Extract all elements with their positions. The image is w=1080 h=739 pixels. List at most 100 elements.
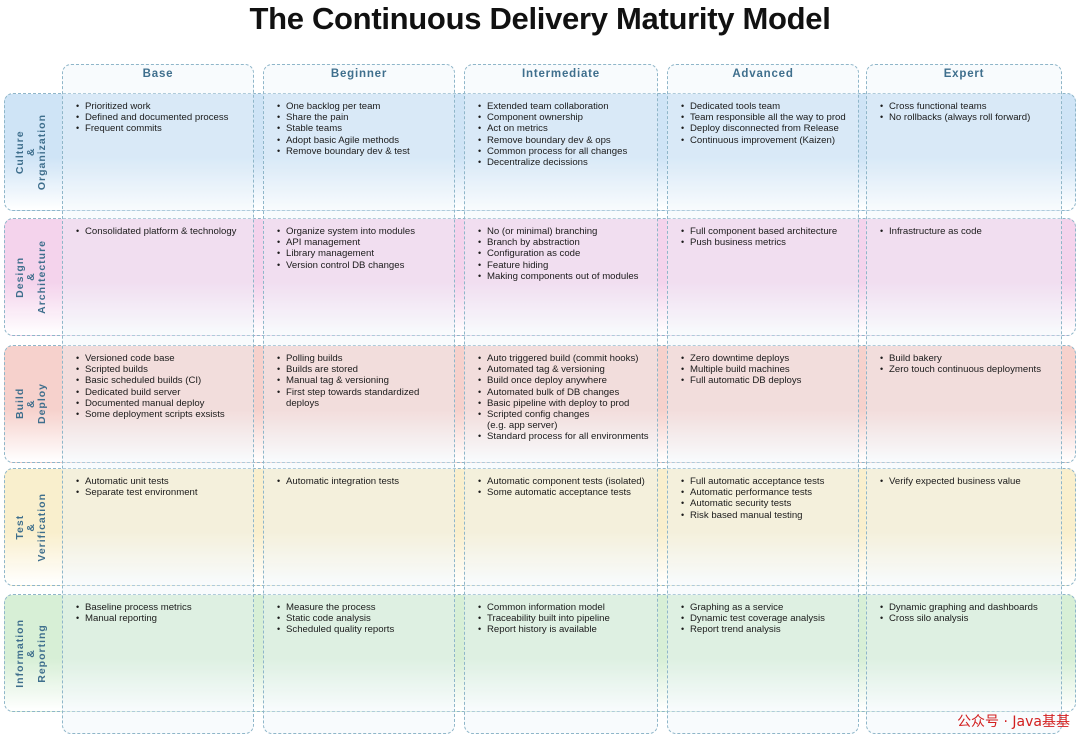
- row-label-line: Information: [13, 618, 26, 688]
- row-label: Information&Reporting: [4, 594, 58, 712]
- practice-item: Report trend analysis: [681, 624, 855, 635]
- row-label-line: Organization: [35, 113, 48, 191]
- practice-item: Separate test environment: [76, 487, 250, 498]
- practice-item: Automatic performance tests: [681, 487, 855, 498]
- practice-item: Share the pain: [277, 112, 451, 123]
- matrix-cell: No (or minimal) branchingBranch by abstr…: [478, 226, 654, 282]
- practice-item: Making components out of modules: [478, 271, 654, 282]
- column-header: Expert: [943, 68, 985, 80]
- matrix-cell: Automatic unit testsSeparate test enviro…: [76, 476, 250, 499]
- practice-item: Frequent commits: [76, 123, 250, 134]
- practice-item: Documented manual deploy: [76, 398, 250, 409]
- practice-item: Adopt basic Agile methods: [277, 135, 451, 146]
- matrix-cell: Prioritized workDefined and documented p…: [76, 101, 250, 135]
- row-label-line: Test: [13, 514, 26, 540]
- matrix-cell: Build bakeryZero touch continuous deploy…: [880, 353, 1058, 376]
- row-label-line: Deploy: [35, 383, 48, 425]
- practice-item: Auto triggered build (commit hooks): [478, 353, 654, 364]
- matrix-cell: Baseline process metricsManual reporting: [76, 602, 250, 625]
- practice-item: Zero touch continuous deployments: [880, 364, 1058, 375]
- practice-item: Component ownership: [478, 112, 654, 123]
- practice-item: Dedicated tools team: [681, 101, 855, 112]
- practice-item: Cross functional teams: [880, 101, 1058, 112]
- practice-item: Automatic security tests: [681, 498, 855, 509]
- row-label: Design&Architecture: [4, 218, 58, 336]
- column-header: Advanced: [732, 68, 794, 80]
- row-label-line: Architecture: [35, 240, 48, 314]
- practice-item: Act on metrics: [478, 123, 654, 134]
- practice-item: Defined and documented process: [76, 112, 250, 123]
- practice-item: Graphing as a service: [681, 602, 855, 613]
- practice-item: Polling builds: [277, 353, 451, 364]
- row-label: Culture&Organization: [4, 93, 58, 211]
- practice-item: First step towards standardized deploys: [277, 387, 451, 409]
- page-title: The Continuous Delivery Maturity Model: [249, 1, 831, 36]
- matrix-cell: Infrastructure as code: [880, 226, 1058, 237]
- practice-item: Scripted builds: [76, 364, 250, 375]
- practice-item: Dedicated build server: [76, 387, 250, 398]
- practice-item: Baseline process metrics: [76, 602, 250, 613]
- practice-item: Standard process for all environments: [478, 431, 654, 442]
- row-label-line: &: [24, 272, 37, 282]
- practice-item: Automatic unit tests: [76, 476, 250, 487]
- row-label-line: Culture: [13, 130, 26, 174]
- practice-item: Some automatic acceptance tests: [478, 487, 654, 498]
- matrix-cell: Dedicated tools teamTeam responsible all…: [681, 101, 855, 146]
- practice-item: Infrastructure as code: [880, 226, 1058, 237]
- practice-item: Build bakery: [880, 353, 1058, 364]
- matrix-cell: Organize system into modulesAPI manageme…: [277, 226, 451, 271]
- row-label-line: Reporting: [35, 623, 48, 683]
- row-label-line: &: [24, 648, 37, 658]
- practice-item: Configuration as code: [478, 248, 654, 259]
- practice-item: Common process for all changes: [478, 146, 654, 157]
- practice-item: No (or minimal) branching: [478, 226, 654, 237]
- practice-item: Versioned code base: [76, 353, 250, 364]
- row-label-line: &: [24, 399, 37, 409]
- practice-item: Branch by abstraction: [478, 237, 654, 248]
- matrix-cell: Graphing as a serviceDynamic test covera…: [681, 602, 855, 636]
- matrix-cell: Common information modelTraceability bui…: [478, 602, 654, 636]
- row-label: Test&Verification: [4, 468, 58, 586]
- practice-item: Library management: [277, 248, 451, 259]
- practice-item: One backlog per team: [277, 101, 451, 112]
- matrix-cell: One backlog per teamShare the painStable…: [277, 101, 451, 157]
- row-label-line: &: [24, 522, 37, 532]
- practice-item: Cross silo analysis: [880, 613, 1058, 624]
- practice-item: Static code analysis: [277, 613, 451, 624]
- matrix-cell: Automatic integration tests: [277, 476, 451, 487]
- practice-item: Remove boundary dev & ops: [478, 135, 654, 146]
- practice-item: Push business metrics: [681, 237, 855, 248]
- matrix-cell: Full automatic acceptance testsAutomatic…: [681, 476, 855, 521]
- practice-item: Automatic component tests (isolated): [478, 476, 654, 487]
- watermark-text: 公众号 · Java基基: [957, 714, 1070, 730]
- practice-item: Prioritized work: [76, 101, 250, 112]
- matrix-cell: Automatic component tests (isolated)Some…: [478, 476, 654, 499]
- practice-item: Report history is available: [478, 624, 654, 635]
- practice-item: Continuous improvement (Kaizen): [681, 135, 855, 146]
- practice-item: Scripted config changes (e.g. app server…: [478, 409, 654, 431]
- practice-item: Risk based manual testing: [681, 510, 855, 521]
- practice-item: Full automatic DB deploys: [681, 375, 855, 386]
- practice-item: Automated bulk of DB changes: [478, 387, 654, 398]
- matrix-cell: Polling buildsBuilds are storedManual ta…: [277, 353, 451, 409]
- column-header: Beginner: [330, 68, 388, 80]
- practice-item: Common information model: [478, 602, 654, 613]
- practice-item: Remove boundary dev & test: [277, 146, 451, 157]
- practice-item: Measure the process: [277, 602, 451, 613]
- practice-item: Verify expected business value: [880, 476, 1058, 487]
- matrix-cell: Dynamic graphing and dashboardsCross sil…: [880, 602, 1058, 625]
- practice-item: Full automatic acceptance tests: [681, 476, 855, 487]
- row-label: Build&Deploy: [4, 345, 58, 463]
- practice-item: Consolidated platform & technology: [76, 226, 250, 237]
- practice-item: Builds are stored: [277, 364, 451, 375]
- practice-item: Deploy disconnected from Release: [681, 123, 855, 134]
- matrix-cell: Measure the processStatic code analysisS…: [277, 602, 451, 636]
- row-label-line: Build: [13, 388, 26, 420]
- practice-item: Stable teams: [277, 123, 451, 134]
- practice-item: Feature hiding: [478, 260, 654, 271]
- practice-item: Organize system into modules: [277, 226, 451, 237]
- practice-item: Automated tag & versioning: [478, 364, 654, 375]
- matrix-cell: Extended team collaborationComponent own…: [478, 101, 654, 168]
- row-label-line: Verification: [35, 492, 48, 562]
- practice-item: Extended team collaboration: [478, 101, 654, 112]
